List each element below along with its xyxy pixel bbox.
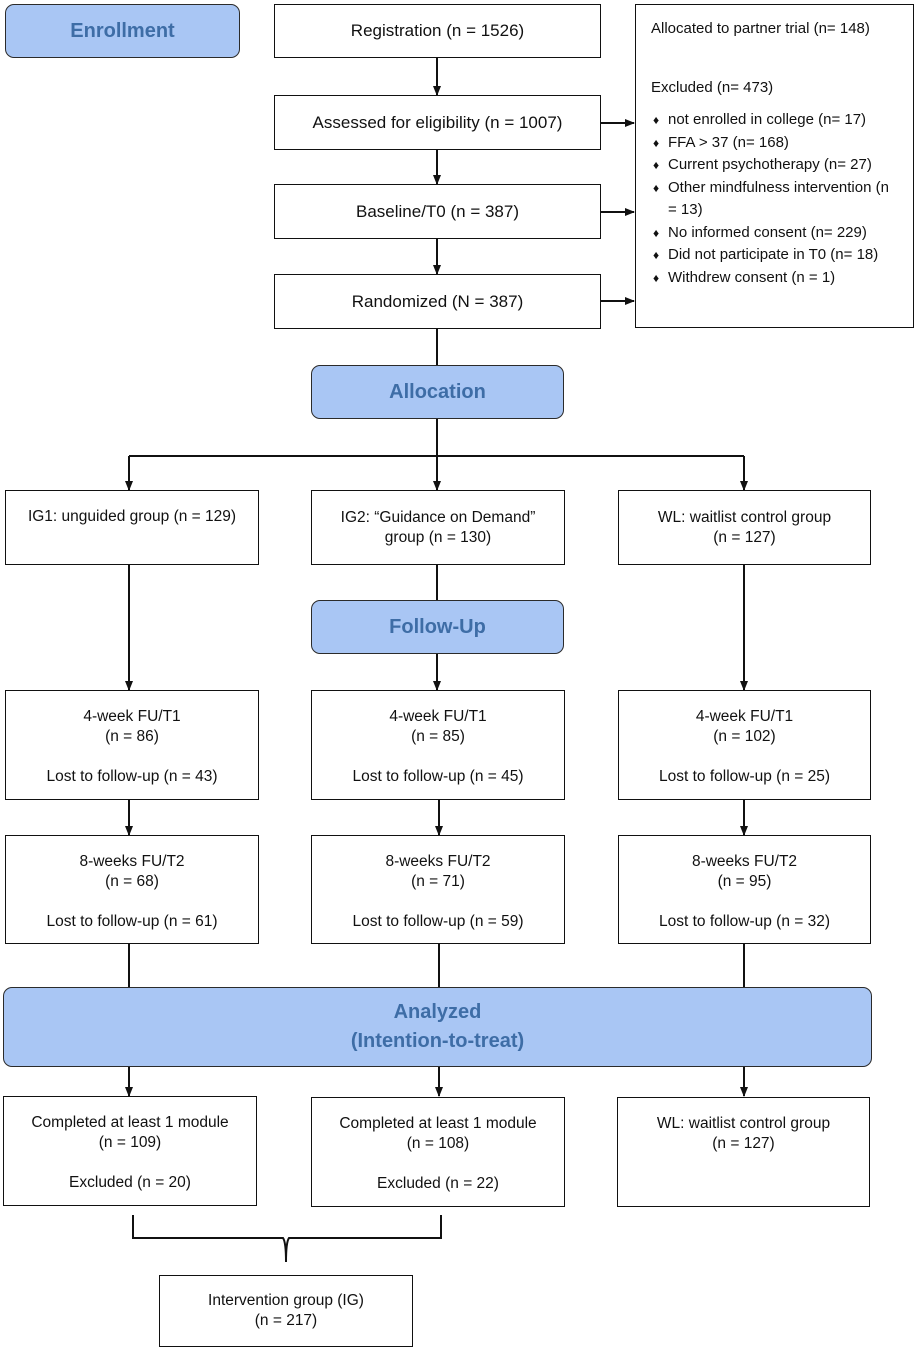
- ig2-completed-n: (n = 108): [406, 1135, 470, 1152]
- wl-analyzed-box: WL: waitlist control group (n = 127): [617, 1097, 870, 1207]
- ig1-t2-title: 8-weeks FU/T2: [79, 853, 185, 870]
- ig2-t1-n: (n = 85): [411, 728, 465, 745]
- intervention-group-title: Intervention group (IG): [208, 1292, 364, 1309]
- exclusion-reason: Other mindfulness intervention (n = 13): [651, 177, 893, 222]
- ig1-t2-n: (n = 68): [105, 873, 159, 890]
- ig2-t1-title: 4-week FU/T1: [389, 708, 487, 725]
- baseline-text: Baseline/T0 (n = 387): [355, 201, 519, 221]
- wl-t2-title: 8-weeks FU/T2: [691, 853, 798, 870]
- registration-text: Registration (n = 1526): [350, 21, 525, 40]
- assessed-text: Assessed for eligibility (n = 1007): [312, 112, 563, 132]
- ig1-t1-lost: Lost to follow-up (n = 43): [46, 768, 218, 785]
- wl-t2-lost: Lost to follow-up (n = 32): [658, 913, 831, 930]
- exclusion-reason: FFA > 37 (n= 168): [651, 132, 913, 155]
- ig1-t1-title: 4-week FU/T1: [83, 708, 181, 725]
- exclusion-box: Allocated to partner trial (n= 148) Excl…: [635, 4, 914, 328]
- baseline-box: Baseline/T0 (n = 387): [274, 184, 601, 239]
- ig2-group-text: IG2: “Guidance on Demand”: [340, 508, 536, 526]
- wl-group-n: (n = 127): [713, 528, 776, 546]
- ig2-t1-lost: Lost to follow-up (n = 45): [352, 768, 524, 785]
- ig2-group-box: IG2: “Guidance on Demand” group (n = 130…: [311, 490, 565, 565]
- wl-t2-box: 8-weeks FU/T2 (n = 95) Lost to follow-up…: [618, 835, 871, 944]
- stage-followup-label: Follow-Up: [389, 615, 486, 638]
- ig1-t2-box: 8-weeks FU/T2 (n = 68) Lost to follow-up…: [5, 835, 259, 944]
- ig1-t1-n: (n = 86): [105, 728, 159, 745]
- ig2-excluded-text: Excluded (n = 22): [377, 1175, 499, 1192]
- exclusion-reason: No informed consent (n= 229): [651, 222, 913, 245]
- assessed-box: Assessed for eligibility (n = 1007): [274, 95, 601, 150]
- ig1-group-box: IG1: unguided group (n = 129): [5, 490, 259, 565]
- exclusion-reason: Did not participate in T0 (n= 18): [651, 244, 913, 267]
- exclusion-reason: Current psychotherapy (n= 27): [651, 154, 913, 177]
- wl-t2-n: (n = 95): [717, 873, 772, 890]
- ig1-completed-n: (n = 109): [98, 1134, 162, 1151]
- partner-trial-text: Allocated to partner trial (n= 148): [651, 20, 870, 37]
- wl-analyzed-title: WL: waitlist control group: [656, 1115, 831, 1132]
- intervention-group-box: Intervention group (IG) (n = 217): [159, 1275, 413, 1347]
- wl-t1-box: 4-week FU/T1 (n = 102) Lost to follow-up…: [618, 690, 871, 800]
- stage-allocation: Allocation: [311, 365, 564, 419]
- exclusion-reason: not enrolled in college (n= 17): [651, 109, 913, 132]
- wl-t1-lost: Lost to follow-up (n = 25): [658, 768, 831, 785]
- wl-analyzed-n: (n = 127): [712, 1135, 775, 1152]
- excluded-title: Excluded (n= 473): [651, 78, 774, 96]
- ig1-group-text: IG1: unguided group (n = 129): [27, 508, 237, 525]
- intervention-group-n: (n = 217): [254, 1312, 318, 1329]
- stage-followup: Follow-Up: [311, 600, 564, 654]
- wl-group-box: WL: waitlist control group (n = 127): [618, 490, 871, 565]
- stage-enrollment: Enrollment: [5, 4, 240, 58]
- wl-t1-title: 4-week FU/T1: [695, 708, 794, 725]
- wl-t1-n: (n = 102): [713, 728, 776, 745]
- ig2-group-n: group (n = 130): [384, 528, 492, 546]
- ig1-analyzed-box: Completed at least 1 module (n = 109) Ex…: [3, 1096, 257, 1206]
- stage-analyzed: Analyzed (Intention-to-treat): [3, 987, 872, 1067]
- exclusion-reasons-list: not enrolled in college (n= 17) FFA > 37…: [651, 109, 913, 289]
- ig2-t2-title: 8-weeks FU/T2: [385, 853, 491, 870]
- ig2-analyzed-box: Completed at least 1 module (n = 108) Ex…: [311, 1097, 565, 1207]
- ig1-excluded-text: Excluded (n = 20): [69, 1174, 191, 1191]
- ig2-t2-lost: Lost to follow-up (n = 59): [352, 913, 524, 930]
- randomized-box: Randomized (N = 387): [274, 274, 601, 329]
- registration-box: Registration (n = 1526): [274, 4, 601, 58]
- ig2-completed-text: Completed at least 1 module: [339, 1115, 537, 1132]
- stage-allocation-label: Allocation: [389, 380, 486, 403]
- exclusion-reason: Withdrew consent (n = 1): [651, 267, 913, 290]
- merge-bracket: [132, 1215, 442, 1263]
- ig2-t2-n: (n = 71): [411, 873, 465, 890]
- stage-analyzed-sublabel: (Intention-to-treat): [350, 1030, 525, 1052]
- stage-enrollment-label: Enrollment: [70, 19, 175, 42]
- ig1-t1-box: 4-week FU/T1 (n = 86) Lost to follow-up …: [5, 690, 259, 800]
- ig2-t2-box: 8-weeks FU/T2 (n = 71) Lost to follow-up…: [311, 835, 565, 944]
- ig1-completed-text: Completed at least 1 module: [31, 1114, 229, 1131]
- wl-group-text: WL: waitlist control group: [657, 508, 832, 526]
- ig1-t2-lost: Lost to follow-up (n = 61): [46, 913, 218, 930]
- ig2-t1-box: 4-week FU/T1 (n = 85) Lost to follow-up …: [311, 690, 565, 800]
- stage-analyzed-label: Analyzed: [393, 1001, 482, 1023]
- randomized-text: Randomized (N = 387): [351, 291, 524, 311]
